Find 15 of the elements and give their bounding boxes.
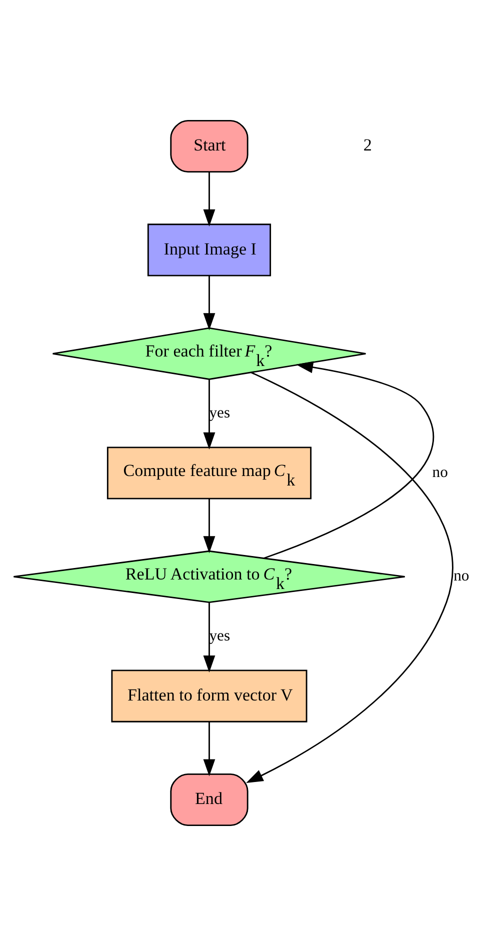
arrow [203, 722, 216, 776]
arrow [203, 380, 216, 450]
node-box: Start [170, 120, 248, 173]
arrow [203, 602, 216, 672]
node-box: Input Image I [147, 224, 272, 276]
arrow [203, 498, 216, 554]
arrow [246, 372, 453, 783]
arrow [203, 276, 216, 330]
node-box: Flatten to form vector V [111, 670, 308, 722]
edge-label: no [454, 568, 470, 585]
label: 2 [363, 136, 372, 155]
arrow [203, 172, 216, 226]
node-box: End [170, 773, 248, 826]
arrow [264, 361, 434, 559]
edge-label: no [432, 464, 448, 481]
